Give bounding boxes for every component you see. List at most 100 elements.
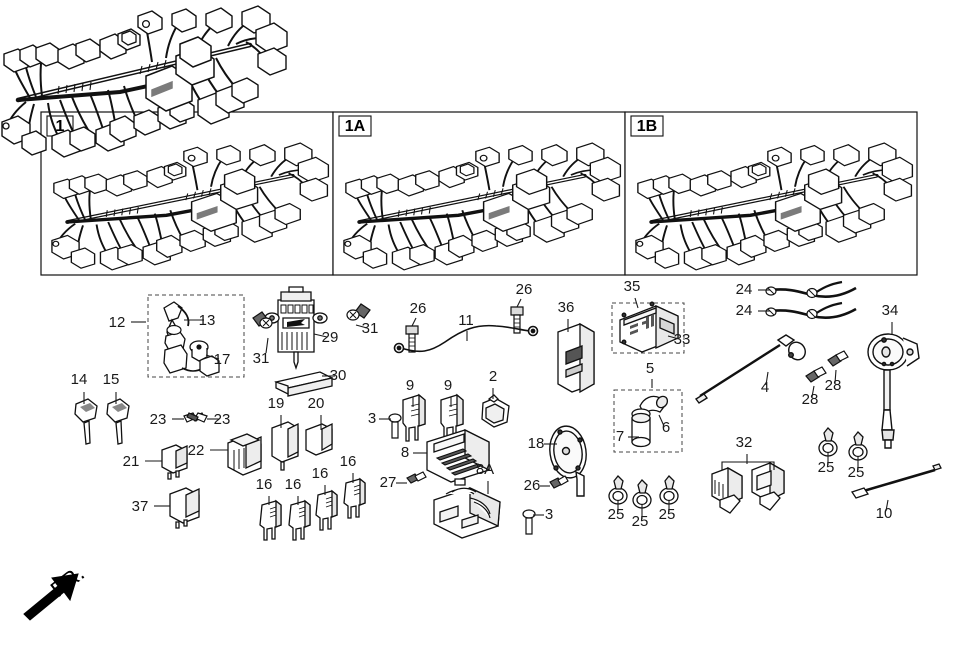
callout-number: 4 bbox=[761, 379, 769, 396]
callout-15: 15 bbox=[103, 371, 120, 404]
callout-number: 17 bbox=[214, 351, 231, 368]
callout-number: 30 bbox=[330, 367, 347, 384]
callout-number: 18 bbox=[528, 435, 545, 452]
part-relay-22 bbox=[227, 433, 262, 476]
callout-26: 26 bbox=[524, 477, 550, 494]
callout-leader bbox=[765, 371, 769, 386]
part-plug-sleeve-7 bbox=[631, 412, 651, 448]
callout-24: 24 bbox=[736, 302, 770, 319]
orientation-arrow bbox=[23, 573, 79, 621]
callout-number: 25 bbox=[818, 459, 835, 476]
panel-1B-id: 1B bbox=[637, 118, 657, 135]
callout-34: 34 bbox=[882, 302, 899, 334]
callout-number: 26 bbox=[516, 281, 533, 298]
part-clip-24-a bbox=[765, 286, 818, 299]
part-relay-37 bbox=[169, 487, 200, 529]
part-bracket-32-leader bbox=[721, 461, 775, 470]
callout-28: 28 bbox=[802, 385, 818, 408]
part-bolt-26-c bbox=[549, 475, 569, 489]
callout-leader bbox=[265, 337, 269, 354]
part-clip-24-b bbox=[765, 307, 818, 320]
callout-number: 9 bbox=[444, 377, 452, 394]
part-connector-2 bbox=[481, 394, 510, 428]
callout-25: 25 bbox=[659, 500, 675, 523]
callout-number: 22 bbox=[188, 442, 205, 459]
callout-12: 12 bbox=[109, 314, 146, 331]
callout-16: 16 bbox=[312, 465, 329, 495]
part-fuse-9-b bbox=[440, 393, 464, 442]
part-relay-19 bbox=[271, 421, 299, 471]
callout-number: 5 bbox=[646, 360, 654, 377]
callout-25: 25 bbox=[608, 500, 624, 523]
part-unit-36 bbox=[557, 322, 595, 394]
callout-number: 6 bbox=[662, 419, 670, 436]
callout-number: 3 bbox=[368, 410, 376, 427]
callout-number: 23 bbox=[150, 411, 167, 428]
plug-cap-group-box bbox=[613, 389, 683, 453]
callout-number: 15 bbox=[103, 371, 120, 388]
callout-number: 20 bbox=[308, 395, 325, 412]
callout-2: 2 bbox=[489, 368, 497, 399]
callout-21: 21 bbox=[123, 453, 162, 470]
part-connector-32-left bbox=[711, 466, 743, 514]
harness-panels: 1 1A 1B bbox=[1, 5, 918, 276]
callout-number: 34 bbox=[882, 302, 899, 319]
callout-10: 10 bbox=[876, 499, 892, 522]
callout-4: 4 bbox=[761, 371, 769, 396]
callout-33: 33 bbox=[667, 331, 690, 348]
part-ignition-switch bbox=[163, 301, 220, 377]
ecu-group-box bbox=[611, 302, 685, 354]
callout-number: 14 bbox=[71, 371, 88, 388]
callout-number: 16 bbox=[256, 476, 273, 493]
callout-28: 28 bbox=[825, 369, 841, 394]
callout-37: 37 bbox=[132, 498, 170, 515]
callout-16: 16 bbox=[285, 476, 302, 505]
callout-number: 16 bbox=[285, 476, 302, 493]
part-clamp-25-d bbox=[818, 427, 838, 457]
part-clamp-25-c bbox=[659, 475, 679, 505]
callout-5: 5 bbox=[646, 360, 654, 388]
part-screw-31-left bbox=[252, 311, 273, 329]
panel-1A-id-box bbox=[338, 115, 372, 137]
part-bolt-3-a bbox=[388, 413, 402, 439]
callout-number: 25 bbox=[632, 513, 649, 530]
callout-leader bbox=[411, 317, 417, 327]
panel-1A-id: 1A bbox=[345, 118, 366, 135]
callout-31: 31 bbox=[355, 320, 378, 337]
callout-27: 27 bbox=[380, 474, 407, 491]
callout-14: 14 bbox=[71, 371, 88, 404]
callout-9: 9 bbox=[444, 377, 452, 407]
callout-17: 17 bbox=[205, 351, 231, 368]
part-rod-4 bbox=[694, 334, 806, 404]
part-key-14 bbox=[74, 398, 98, 445]
callout-9: 9 bbox=[406, 377, 414, 407]
callout-36: 36 bbox=[558, 299, 574, 332]
callout-25: 25 bbox=[818, 452, 835, 476]
part-clamp-25-a bbox=[608, 475, 628, 505]
callout-16: 16 bbox=[256, 476, 273, 505]
part-bolt-27 bbox=[406, 471, 427, 484]
part-clamp-25-b bbox=[632, 479, 652, 509]
callout-26: 26 bbox=[410, 300, 426, 327]
callout-number: 26 bbox=[524, 477, 541, 494]
callout-number: 23 bbox=[214, 411, 231, 428]
part-fuse-16-a bbox=[259, 499, 282, 541]
panel-1-id: 1 bbox=[56, 118, 65, 135]
part-bolt-28-a bbox=[805, 366, 827, 383]
part-fuse-16-c bbox=[315, 489, 338, 531]
part-key-15 bbox=[106, 398, 130, 445]
callout-number: 27 bbox=[380, 474, 397, 491]
part-connector-32-right bbox=[751, 461, 785, 511]
part-ground-lead-11 bbox=[393, 324, 539, 354]
callout-25: 25 bbox=[848, 456, 864, 481]
callout-number: 19 bbox=[268, 395, 285, 412]
callout-number: 16 bbox=[312, 465, 329, 482]
callout-31: 31 bbox=[253, 337, 269, 367]
callout-number: 21 bbox=[123, 453, 140, 470]
callout-number: 24 bbox=[736, 302, 753, 319]
callout-number: 16 bbox=[340, 453, 357, 470]
callout-13: 13 bbox=[184, 312, 215, 329]
callout-number: 37 bbox=[132, 498, 149, 515]
callout-number: 13 bbox=[199, 312, 216, 329]
